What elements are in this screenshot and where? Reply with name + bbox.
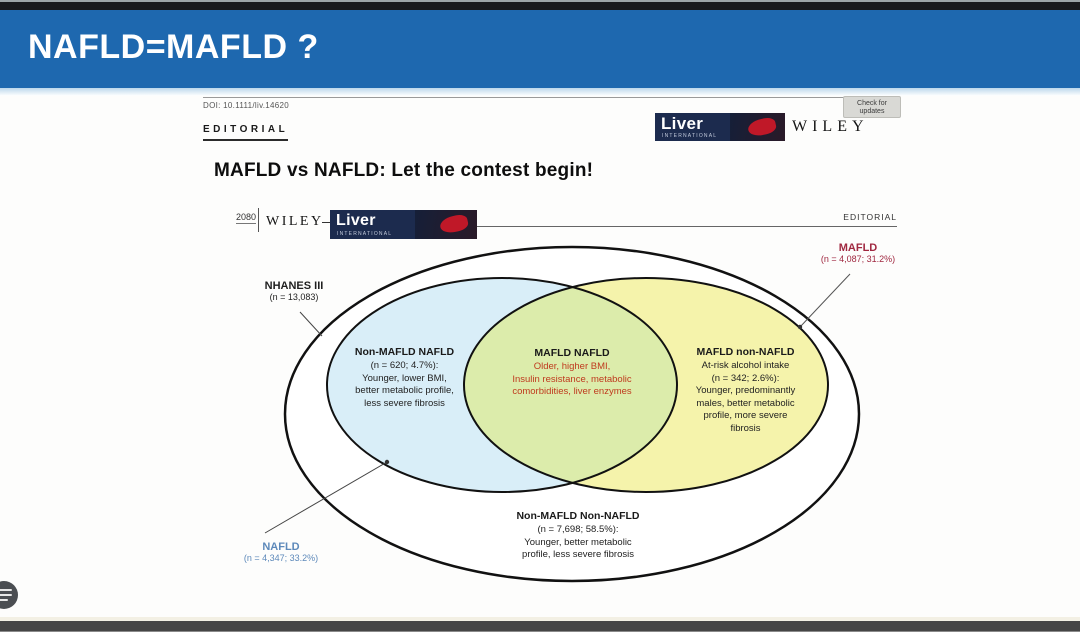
region-line: fibrosis [730,422,761,434]
doi-text: DOI: 10.1111/liv.14620 [203,101,290,110]
nafld-pointer-dot [384,459,390,465]
region-title: MAFLD NAFLD [534,347,610,359]
region-mafld-non-nafld: MAFLD non-NAFLD At-risk alcohol intake (… [658,346,833,435]
mafld-pointer-line [799,273,851,328]
region-title: Non-MAFLD Non-NAFLD [516,510,640,522]
nafld-label-n: (n = 4,347; 33.2%) [243,553,319,563]
region-line: Younger, better metabolic [524,536,632,548]
wiley-running-logo: WILEY [266,214,324,229]
mafld-ellipse-outline [463,277,829,493]
slide-title-bar: NAFLD=MAFLD ? [0,10,1080,88]
region-line: Younger, lower BMI, [362,372,447,384]
region-line: profile, less severe fibrosis [522,549,634,560]
liver-running-logo-subtitle: INTERNATIONAL [337,231,393,237]
region-line: profile, more severe [703,410,788,421]
region-non-mafld-non-nafld: Non-MAFLD Non-NAFLD (n = 7,698; 58.5%): … [478,510,678,562]
check-for-updates-line1: Check for [857,100,887,107]
menu-icon-bar [0,594,12,596]
nafld-label: NAFLD (n = 4,347; 33.2%) [206,541,356,563]
region-title: Non-MAFLD NAFLD [354,346,455,358]
mafld-label: MAFLD (n = 4,087; 31.2%) [783,242,933,264]
page-header-divider [258,208,259,232]
page-number: 2080 [236,212,257,224]
region-non-mafld-nafld: Non-MAFLD NAFLD (n = 620; 4.7%): Younger… [322,346,487,410]
paper-title: MAFLD vs NAFLD: Let the contest begin! [214,160,594,181]
region-line: Younger, predominantly [695,385,796,396]
region-line: Insulin resistance, metabolic [512,373,632,385]
menu-icon-bar [0,599,8,601]
region-line: better metabolic profile, [355,385,454,396]
nhanes-label-n: (n = 13,083) [269,292,319,302]
liver-running-logo: Liver INTERNATIONAL [330,210,477,239]
mafld-label-n: (n = 4,087; 31.2%) [820,254,896,264]
nhanes-label: NHANES III (n = 13,083) [219,280,369,302]
region-mafld-nafld: MAFLD NAFLD Older, higher BMI, Insulin r… [482,347,662,399]
paper-top-rule [203,97,886,98]
window-top-strip [0,0,1080,10]
region-line: (n = 7,698; 58.5%): [537,524,619,535]
nafld-pointer-line [264,461,388,534]
liver-logo-name: Liver [661,114,704,133]
menu-icon[interactable] [0,581,18,609]
section-label: EDITORIAL [203,124,289,141]
check-for-updates-button[interactable]: Check for updates [843,96,901,118]
mafld-label-title: MAFLD [838,242,878,254]
venn-diagram [264,245,861,583]
nhanes-pointer-line [299,311,323,337]
slide-title: NAFLD=MAFLD ? [28,28,319,66]
region-line: At-risk alcohol intake [701,360,790,371]
overlap-region [464,278,677,492]
liver-running-logo-name: Liver [336,212,376,229]
running-header-section: EDITORIAL [843,212,897,222]
nafld-ellipse-outline [326,277,678,493]
header-fade-divider [0,88,1080,96]
region-title: MAFLD non-NAFLD [696,346,795,358]
region-line: Older, higher BMI, [533,361,611,372]
region-line: (n = 342; 2.6%): [711,372,780,384]
bottom-cream-strip [0,617,1080,621]
menu-icon-bar [0,589,12,591]
region-line: males, better metabolic [696,397,795,409]
running-header-rule [477,226,897,227]
running-header-dash [322,222,330,223]
check-for-updates-line2: updates [859,108,885,115]
wiley-logo: WILEY [792,118,869,135]
liver-international-logo: Liver INTERNATIONAL [655,113,785,141]
nhanes-label-title: NHANES III [264,280,324,292]
region-line: (n = 620; 4.7%): [370,360,439,371]
region-line: comorbidities, liver enzymes [512,386,632,397]
mafld-pointer-dot [797,324,803,330]
nafld-label-title: NAFLD [262,541,300,553]
region-line: less severe fibrosis [364,397,445,409]
liver-logo-subtitle: INTERNATIONAL [662,133,718,139]
window-bottom-bar [0,621,1080,632]
